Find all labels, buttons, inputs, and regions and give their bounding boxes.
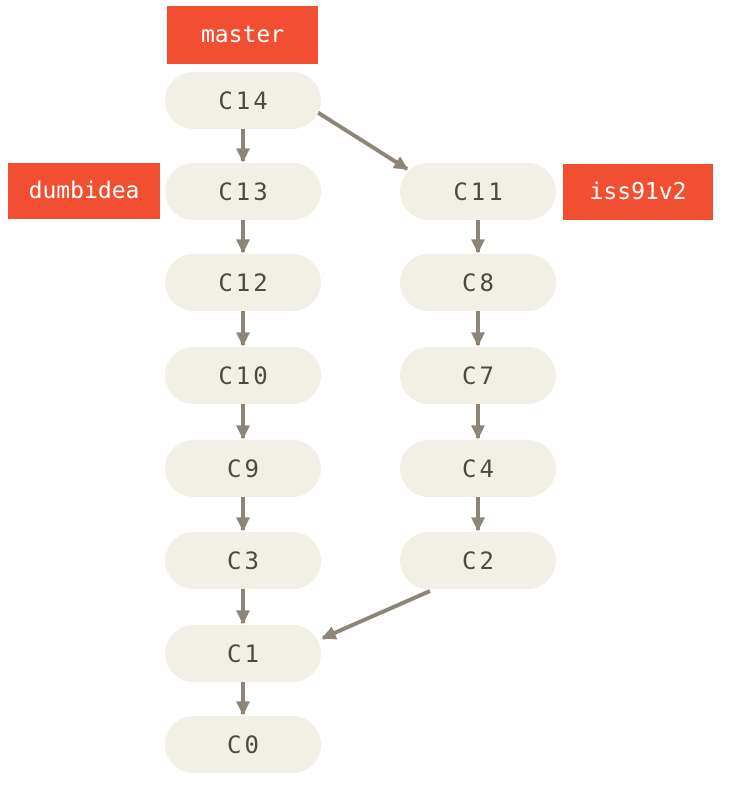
branch-label-master: master <box>167 6 318 64</box>
branch-name: iss91v2 <box>589 179 687 205</box>
commit-node-c4: C4 <box>400 440 556 497</box>
commit-label: C10 <box>218 361 271 390</box>
commit-node-c11: C11 <box>400 163 556 220</box>
commit-node-c2: C2 <box>400 532 556 589</box>
commit-label: C0 <box>227 730 262 759</box>
commit-node-c14: C14 <box>165 72 321 129</box>
commit-label: C2 <box>462 546 497 575</box>
commit-node-c9: C9 <box>165 440 321 497</box>
commit-label: C14 <box>218 86 271 115</box>
commit-label: C7 <box>462 361 497 390</box>
commit-node-c3: C3 <box>165 532 321 589</box>
branch-label-dumbidea: dumbidea <box>8 163 160 219</box>
commit-label: C11 <box>453 177 506 206</box>
arrow-c2-to-c1 <box>321 589 431 640</box>
branch-label-iss91v2: iss91v2 <box>563 164 713 220</box>
commit-label: C13 <box>218 177 271 206</box>
commit-label: C3 <box>227 546 262 575</box>
branch-name: master <box>200 22 285 48</box>
commit-label: C12 <box>218 268 271 297</box>
commit-label: C9 <box>227 454 262 483</box>
arrow-c14-to-c11 <box>315 110 409 171</box>
commit-node-c12: C12 <box>165 254 321 311</box>
commit-node-c7: C7 <box>400 347 556 404</box>
commit-label: C8 <box>462 268 497 297</box>
commit-node-c8: C8 <box>400 254 556 311</box>
commit-label: C1 <box>227 639 262 668</box>
commit-node-c0: C0 <box>165 716 321 773</box>
commit-label: C4 <box>462 454 497 483</box>
branch-name: dumbidea <box>28 178 140 204</box>
commit-node-c13: C13 <box>165 163 321 220</box>
commit-node-c1: C1 <box>165 625 321 682</box>
commit-node-c10: C10 <box>165 347 321 404</box>
